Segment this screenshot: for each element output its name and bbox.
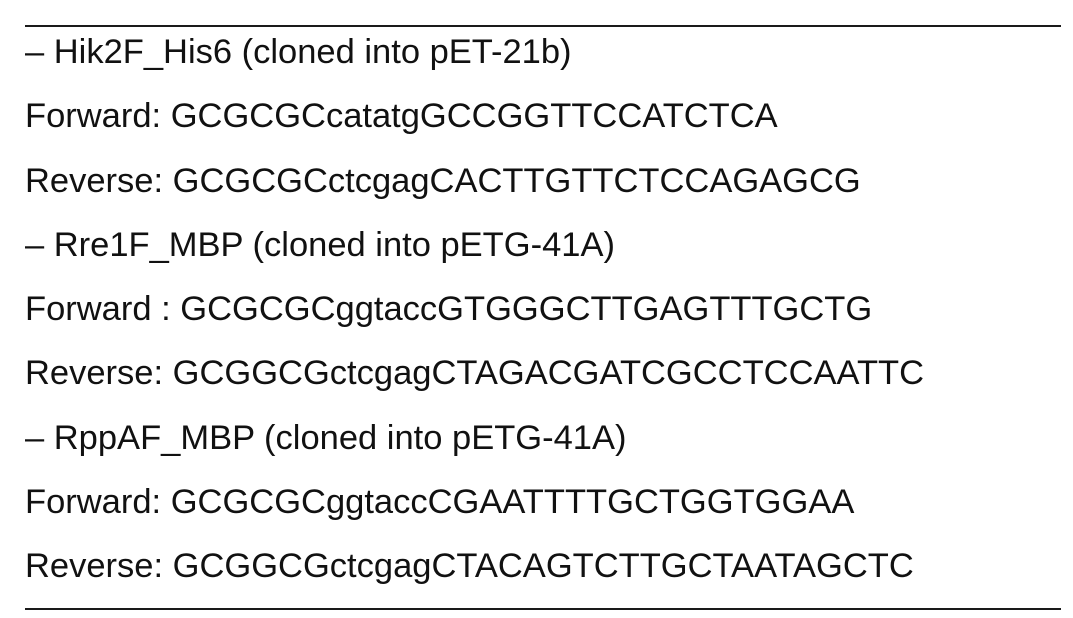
primer-forward-rppaf: Forward: GCGCGCggtaccCGAATTTTGCTGGTGGAA xyxy=(25,483,855,522)
construct-heading-rre1f: – Rre1F_MBP (cloned into pETG-41A) xyxy=(25,225,615,264)
primer-reverse-rppaf: Reverse: GCGGCGctcgagCTACAGTCTTGCTAATAGC… xyxy=(25,547,914,586)
primer-list: – Hik2F_His6 (cloned into pET-21b) Forwa… xyxy=(25,29,924,608)
top-rule xyxy=(25,25,1061,27)
primer-forward-rre1f: Forward : GCGCGCggtaccGTGGGCTTGAGTTTGCTG xyxy=(25,290,873,329)
primer-reverse-hik2f: Reverse: GCGCGCctcgagCACTTGTTCTCCAGAGCG xyxy=(25,161,861,200)
primer-reverse-rre1f: Reverse: GCGGCGctcgagCTAGACGATCGCCTCCAAT… xyxy=(25,354,925,393)
bottom-rule xyxy=(25,608,1061,610)
construct-heading-hik2f: – Hik2F_His6 (cloned into pET-21b) xyxy=(25,33,572,71)
primer-forward-hik2f: Forward: GCGCGCcatatgGCCGGTTCCATCTCA xyxy=(25,97,778,136)
construct-heading-rppaf: – RppAF_MBP (cloned into pETG-41A) xyxy=(25,418,627,457)
